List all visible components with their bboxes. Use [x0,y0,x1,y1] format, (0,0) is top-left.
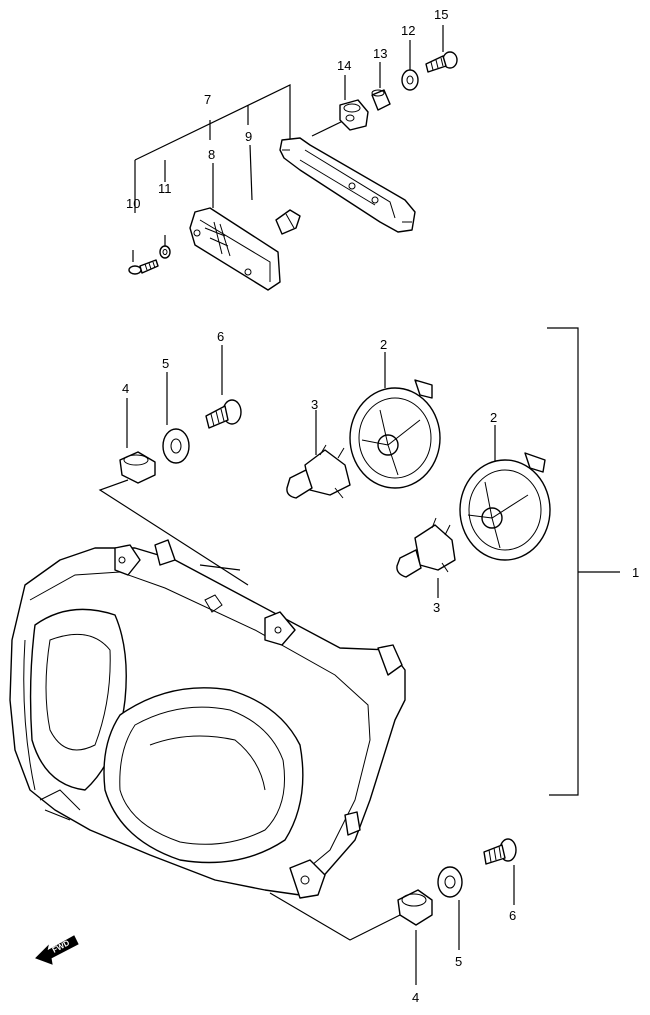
callout-7: 7 [204,92,211,107]
callout-3-upper: 3 [311,397,318,412]
group-1-bracket [547,327,620,796]
part-9-small-bulb [275,209,301,235]
part-13-collar [371,89,391,111]
part-4-grommet-lower [397,889,433,985]
callout-15: 15 [434,7,448,22]
part-6-bolt-upper [205,345,242,429]
part-10-screw [128,259,159,275]
callout-14: 14 [337,58,351,73]
callout-3-lower: 3 [433,600,440,615]
part-11-washer [159,245,171,259]
part-2-bulb-holder-lower [459,425,551,561]
callout-6-upper: 6 [217,329,224,344]
bracket-group-7 [128,25,458,291]
callout-6-lower: 6 [509,908,516,923]
part-6-bolt-lower [483,838,517,905]
callout-labels: 1 2 2 3 3 4 4 5 5 6 6 7 8 9 10 11 12 13 … [122,7,639,1005]
callout-2-upper: 2 [380,337,387,352]
callout-9: 9 [245,129,252,144]
part-1-headlight-housing [9,539,406,899]
callout-4-upper: 4 [122,381,129,396]
part-15-bolt [425,51,458,73]
part-12-washer [401,69,419,91]
part-bracket-plate [279,137,416,233]
callout-10: 10 [126,196,140,211]
part-3-headlight-bulb-lower [396,517,456,598]
callout-1: 1 [632,565,639,580]
part-8-lens-plate [189,207,281,291]
part-4-grommet-upper [119,398,156,484]
callout-13: 13 [373,46,387,61]
callout-8: 8 [208,147,215,162]
fwd-arrow-icon: FWD [35,935,79,965]
callout-12: 12 [401,23,415,38]
part-2-bulb-holder-upper [349,352,441,489]
callout-4-lower: 4 [412,990,419,1005]
part-5-washer-lower [437,866,463,950]
callout-2-lower: 2 [490,410,497,425]
part-14-grommet [339,99,369,131]
callout-5-lower: 5 [455,954,462,969]
callout-5-upper: 5 [162,356,169,371]
part-5-washer-upper [162,372,190,464]
callout-11: 11 [158,181,172,196]
part-3-headlight-bulb-upper [286,410,351,499]
